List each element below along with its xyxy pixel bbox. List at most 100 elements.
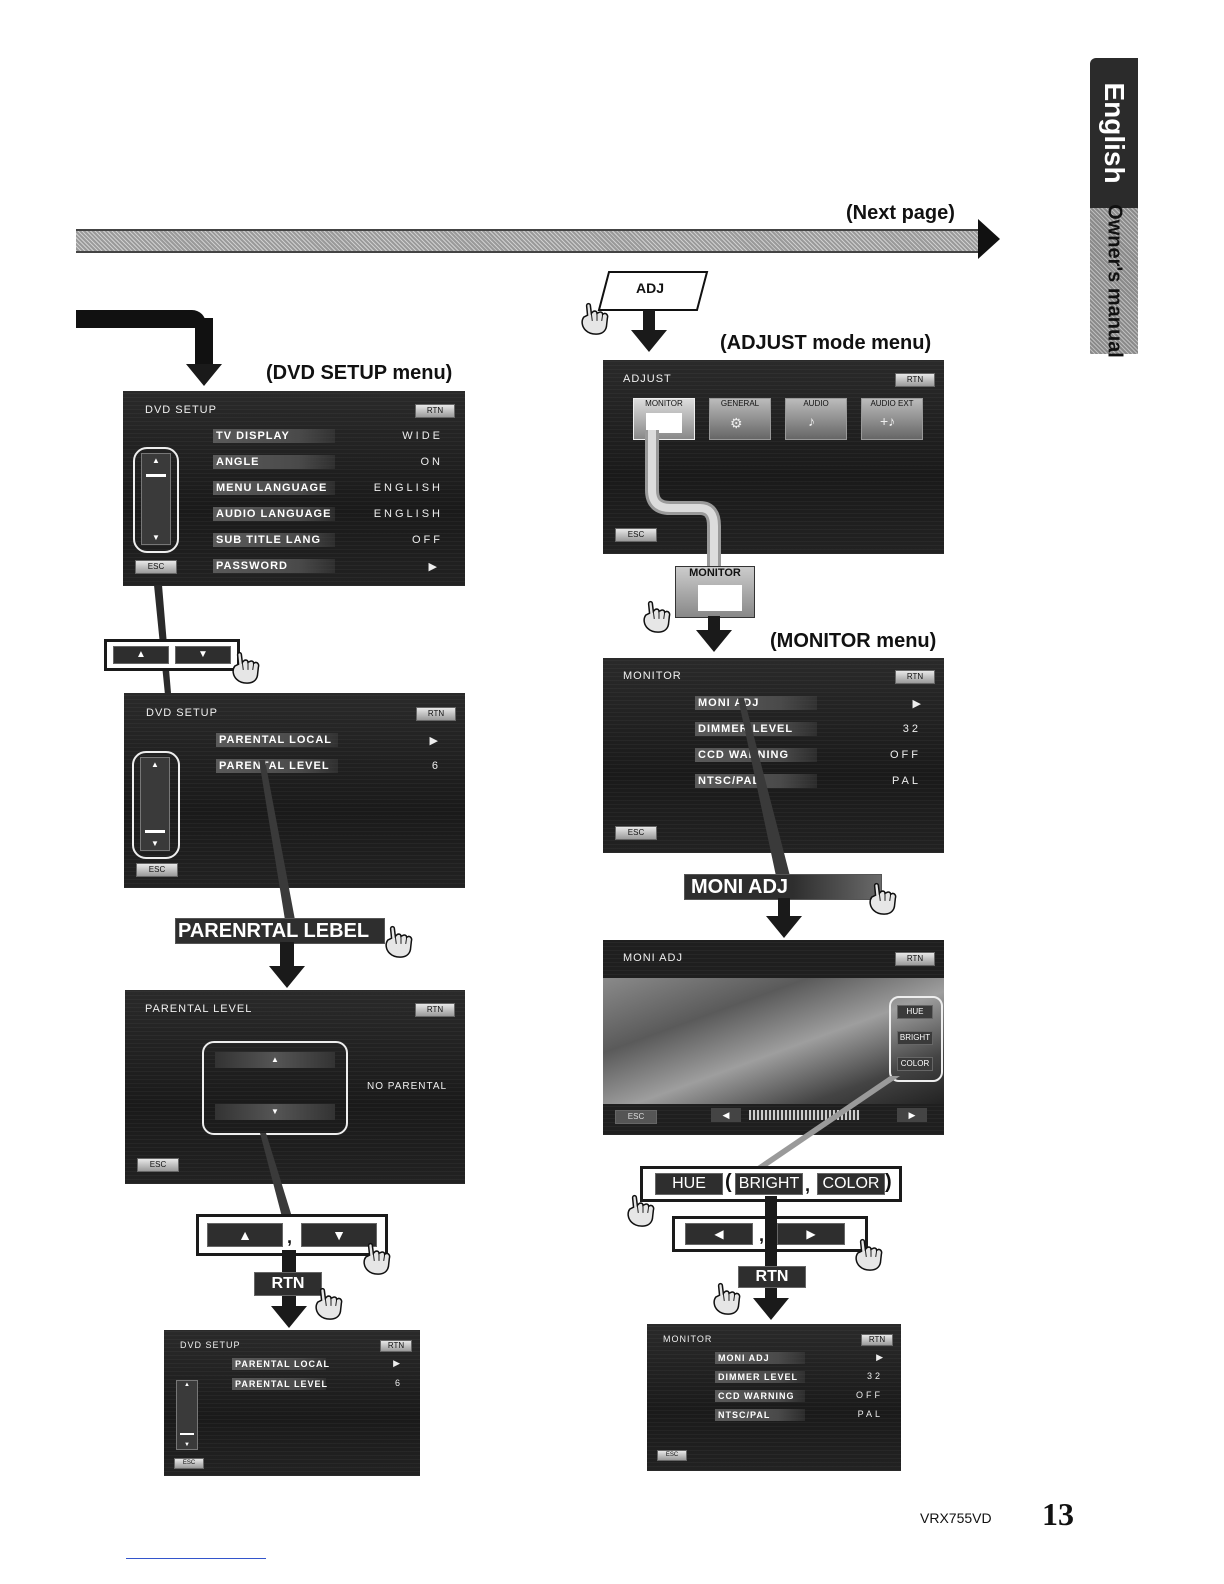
scroll-down-icon[interactable]: ▼ xyxy=(152,533,160,542)
up-arrow-button[interactable]: ▲ xyxy=(207,1223,283,1247)
rtn-button[interactable]: RTN xyxy=(380,1340,412,1352)
menu-value: WIDE xyxy=(402,430,443,442)
manual-label: Owner's manual xyxy=(1103,204,1126,358)
page-number: 13 xyxy=(1042,1496,1074,1532)
hue-button[interactable]: HUE xyxy=(655,1173,723,1195)
tab-monitor[interactable]: MONITOR xyxy=(633,398,695,440)
screen-title: MONITOR xyxy=(663,1334,713,1344)
manual-tab: Owner's manual xyxy=(1090,204,1138,358)
flow-arrow-head xyxy=(696,630,732,652)
adj-button[interactable]: ADJ xyxy=(636,280,665,296)
esc-button[interactable]: ESC xyxy=(136,863,178,877)
menu-value: ▶ xyxy=(393,1358,400,1368)
rtn-button[interactable]: RTN xyxy=(254,1272,322,1296)
rtn-button[interactable]: RTN xyxy=(415,1003,455,1017)
scroll-thumb[interactable] xyxy=(180,1433,194,1435)
scroll-down-icon[interactable]: ▼ xyxy=(151,839,159,848)
tab-audio-ext[interactable]: AUDIO EXT +♪ xyxy=(861,398,923,440)
menu-row-tv-display[interactable]: TV DISPLAY xyxy=(213,429,335,443)
rtn-button[interactable]: RTN xyxy=(895,670,935,684)
screen-title: DVD SETUP xyxy=(180,1340,241,1350)
menu-row-moni-adj[interactable]: MONI ADJ xyxy=(715,1352,805,1364)
menu-value: 6 xyxy=(431,760,438,772)
entry-arrow-head xyxy=(186,364,222,386)
flow-arrow-head xyxy=(271,1306,307,1328)
esc-button[interactable]: ESC xyxy=(174,1458,204,1469)
scroll-highlight xyxy=(133,447,179,553)
increase-button[interactable]: ▶ xyxy=(897,1108,927,1122)
screen-title: MONI ADJ xyxy=(623,952,683,964)
esc-button[interactable]: ESC xyxy=(137,1158,179,1172)
monitor-tab-callout[interactable]: MONITOR xyxy=(675,566,755,618)
scroll-down-icon[interactable]: ▼ xyxy=(184,1442,190,1448)
connector-line xyxy=(260,1133,292,1217)
up-arrow-button[interactable]: ▲ xyxy=(113,646,169,664)
level-down-button[interactable]: ▼ xyxy=(215,1104,335,1120)
rtn-button[interactable]: RTN xyxy=(861,1334,893,1346)
esc-button[interactable]: ESC xyxy=(135,560,177,574)
scrollbar[interactable]: ▲ ▼ xyxy=(140,757,170,851)
rtn-button[interactable]: RTN xyxy=(738,1266,806,1288)
rtn-button[interactable]: RTN xyxy=(415,404,455,418)
monitor-result-screen: MONITOR RTN MONI ADJ ▶ DIMMER LEVEL 32 C… xyxy=(647,1324,901,1471)
parental-level-callout[interactable]: PARENRTAL LEBEL xyxy=(175,918,385,944)
hue-button[interactable]: HUE xyxy=(897,1005,933,1019)
scrollbar[interactable]: ▲ ▼ xyxy=(176,1380,198,1450)
menu-row-password[interactable]: PASSWORD xyxy=(213,559,335,573)
menu-row-audio-language[interactable]: AUDIO LANGUAGE xyxy=(213,507,335,521)
footer-line xyxy=(126,1558,266,1559)
tab-audio[interactable]: AUDIO ♪ xyxy=(785,398,847,440)
level-up-button[interactable]: ▲ xyxy=(215,1052,335,1068)
menu-value: 32 xyxy=(866,1371,883,1381)
menu-row-sub-title-lang[interactable]: SUB TITLE LANG xyxy=(213,533,335,547)
menu-value: PAL xyxy=(892,775,921,787)
level-selector-highlight xyxy=(202,1041,348,1135)
monitor-caption: (MONITOR menu) xyxy=(770,630,937,652)
down-arrow-button[interactable]: ▼ xyxy=(175,646,231,664)
menu-row-parental-level[interactable]: PARENTAL LEVEL xyxy=(216,759,338,773)
tab-label: GENERAL xyxy=(720,399,760,408)
moni-adj-screen: MONI ADJ RTN HUE BRIGHT COLOR ESC ◀ ▶ xyxy=(603,940,944,1135)
flow-arrow-head xyxy=(631,330,667,352)
scrollbar[interactable]: ▲ ▼ xyxy=(141,453,171,545)
bright-button[interactable]: BRIGHT xyxy=(735,1173,803,1195)
rtn-button[interactable]: RTN xyxy=(895,373,935,387)
scroll-thumb[interactable] xyxy=(145,830,165,833)
right-arrow-button[interactable]: ▶ xyxy=(777,1223,845,1245)
menu-row-ntsc-pal[interactable]: NTSC/PAL xyxy=(715,1409,805,1421)
esc-button[interactable]: ESC xyxy=(615,1110,657,1124)
flow-arrow-shaft xyxy=(778,898,790,918)
left-arrow-button[interactable]: ◀ xyxy=(685,1223,753,1245)
menu-value: ▶ xyxy=(429,735,438,747)
menu-row-parental-local[interactable]: PARENTAL LOCAL xyxy=(232,1358,329,1370)
rtn-button[interactable]: RTN xyxy=(895,952,935,966)
menu-row-angle[interactable]: ANGLE xyxy=(213,455,335,469)
menu-value: OFF xyxy=(890,749,921,761)
esc-button[interactable]: ESC xyxy=(615,826,657,840)
rtn-button[interactable]: RTN xyxy=(416,707,456,721)
level-bar[interactable] xyxy=(749,1110,859,1120)
adjust-options-highlight xyxy=(889,996,943,1082)
menu-row-parental-local[interactable]: PARENTAL LOCAL xyxy=(216,733,338,747)
decrease-button[interactable]: ◀ xyxy=(711,1108,741,1122)
esc-button[interactable]: ESC xyxy=(615,528,657,542)
scroll-up-icon[interactable]: ▲ xyxy=(151,760,159,769)
menu-row-menu-language[interactable]: MENU LANGUAGE xyxy=(213,481,335,495)
adjust-screen: ADJUST RTN MONITOR GENERAL ⚙ AUDIO ♪ AUD… xyxy=(603,360,944,554)
tab-label: AUDIO EXT xyxy=(870,399,914,408)
esc-button[interactable]: ESC xyxy=(657,1450,687,1461)
close-paren: ) xyxy=(885,1171,892,1193)
menu-value: ENGLISH xyxy=(373,482,443,494)
color-button[interactable]: COLOR xyxy=(817,1173,885,1195)
scroll-up-icon[interactable]: ▲ xyxy=(152,456,160,465)
color-button[interactable]: COLOR xyxy=(897,1057,933,1071)
scroll-up-icon[interactable]: ▲ xyxy=(184,1382,190,1388)
down-arrow-button[interactable]: ▼ xyxy=(301,1223,377,1247)
bright-button[interactable]: BRIGHT xyxy=(897,1031,933,1045)
moni-adj-callout[interactable]: MONI ADJ xyxy=(684,874,882,900)
menu-row-parental-level[interactable]: PARENTAL LEVEL xyxy=(232,1378,327,1390)
tab-general[interactable]: GENERAL ⚙ xyxy=(709,398,771,440)
menu-row-ccd-warning[interactable]: CCD WARNING xyxy=(715,1390,805,1402)
menu-row-dimmer-level[interactable]: DIMMER LEVEL xyxy=(715,1371,805,1383)
scroll-thumb[interactable] xyxy=(146,474,166,477)
